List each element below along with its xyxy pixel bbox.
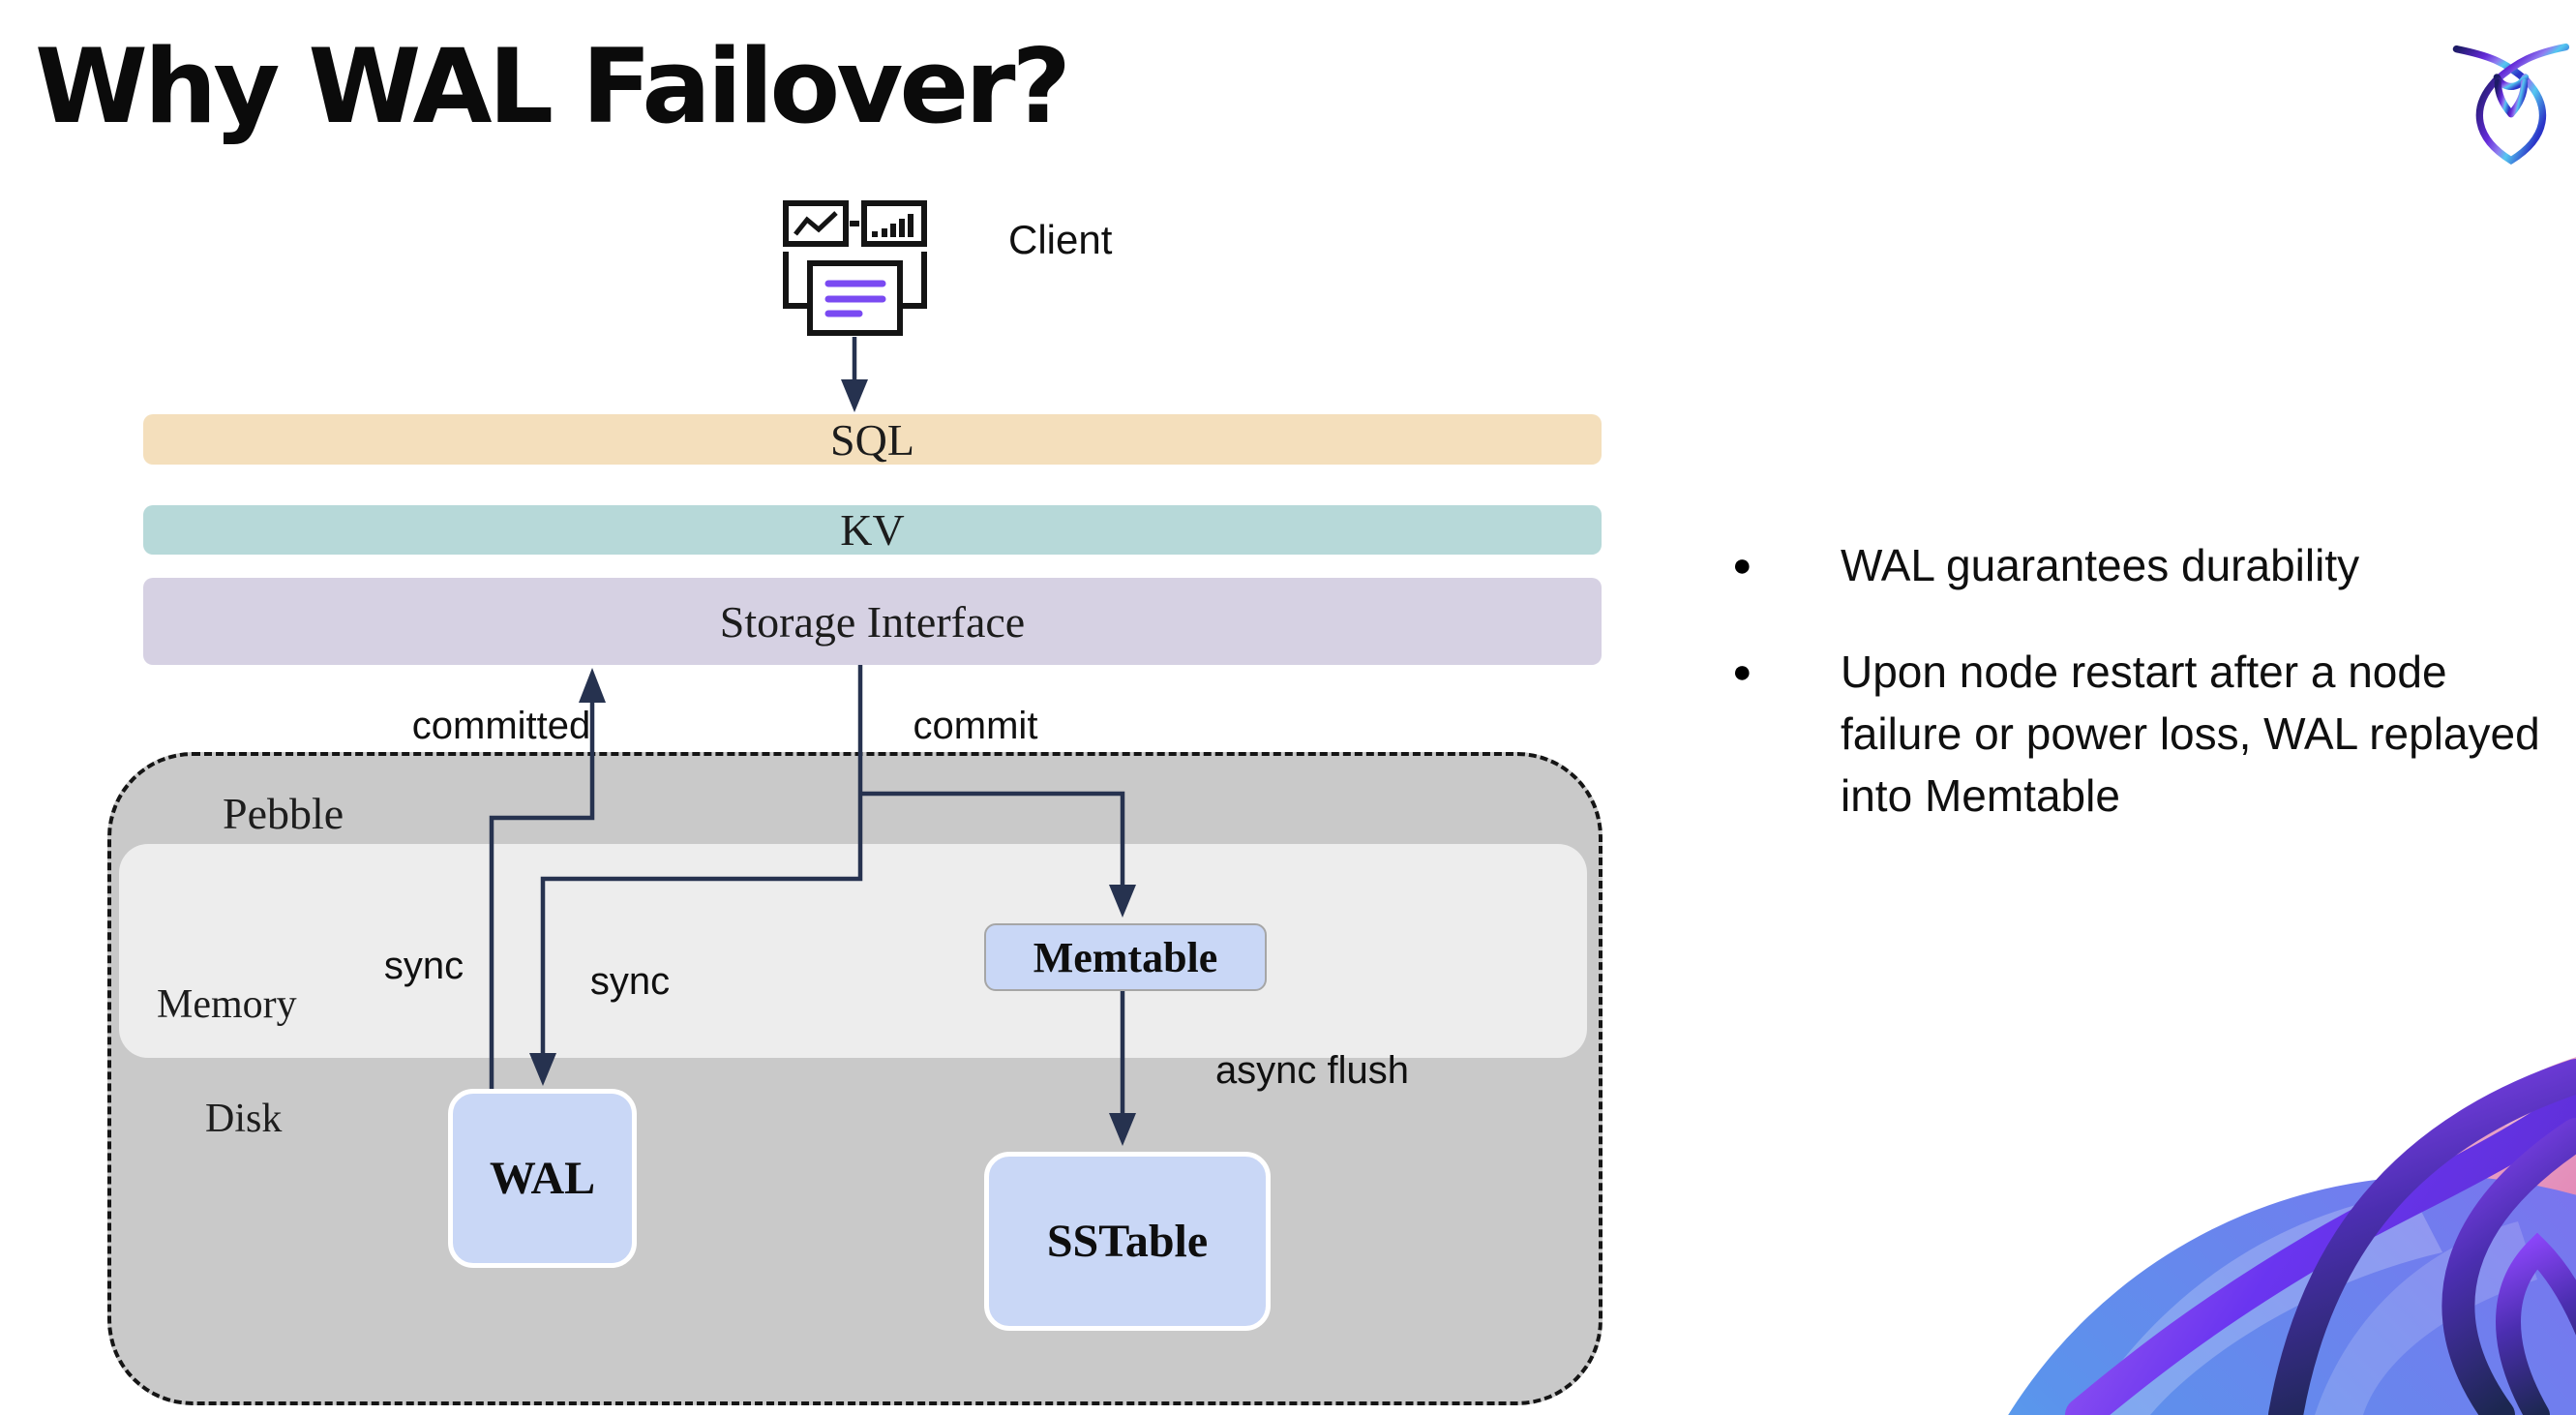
arrowhead-into-sql <box>841 379 868 412</box>
bullet-dot-icon: ● <box>1732 653 1752 690</box>
brand-art-icon <box>2008 1057 2576 1415</box>
pebble-label: Pebble <box>223 789 344 838</box>
node-memtable-label: Memtable <box>1033 933 1218 981</box>
client-apps-icon <box>783 200 927 336</box>
edge-label-committed: committed <box>411 705 591 747</box>
layer-label-sql: SQL <box>830 414 914 465</box>
node-sstable-label: SSTable <box>1046 1216 1209 1267</box>
node-wal: WAL <box>448 1089 637 1268</box>
node-wal-label: WAL <box>489 1153 596 1204</box>
arrowhead-into-storage <box>579 668 606 703</box>
layer-label-storage-interface: Storage Interface <box>719 596 1026 647</box>
node-memtable: Memtable <box>984 923 1267 991</box>
node-sstable: SSTable <box>984 1152 1271 1331</box>
edge-label-sync-up: sync <box>383 945 464 987</box>
edge-label-async-flush: async flush <box>1214 1049 1410 1092</box>
edge-label-commit: commit <box>913 705 1038 747</box>
layer-bar-storage-interface: Storage Interface <box>143 578 1602 665</box>
disk-region-label: Disk <box>205 1097 283 1141</box>
layer-label-kv: KV <box>840 505 905 555</box>
bullet-list: ● WAL guarantees durability ● Upon node … <box>1732 534 2555 827</box>
list-item: ● Upon node restart after a node failure… <box>1732 641 2555 827</box>
client-label: Client <box>1008 217 1113 262</box>
page-title: Why WAL Failover? <box>35 27 1071 146</box>
bullet-text: WAL guarantees durability <box>1841 540 2360 590</box>
bullet-text: Upon node restart after a node failure o… <box>1841 647 2540 821</box>
layer-bar-sql: SQL <box>143 414 1602 465</box>
memory-region-label: Memory <box>157 982 297 1027</box>
edge-label-sync-down: sync <box>589 960 671 1003</box>
memory-region <box>119 844 1587 1058</box>
cockroachdb-logo-icon <box>2452 43 2570 166</box>
list-item: ● WAL guarantees durability <box>1732 534 2555 596</box>
bullet-dot-icon: ● <box>1732 547 1752 584</box>
layer-bar-kv: KV <box>143 505 1602 555</box>
